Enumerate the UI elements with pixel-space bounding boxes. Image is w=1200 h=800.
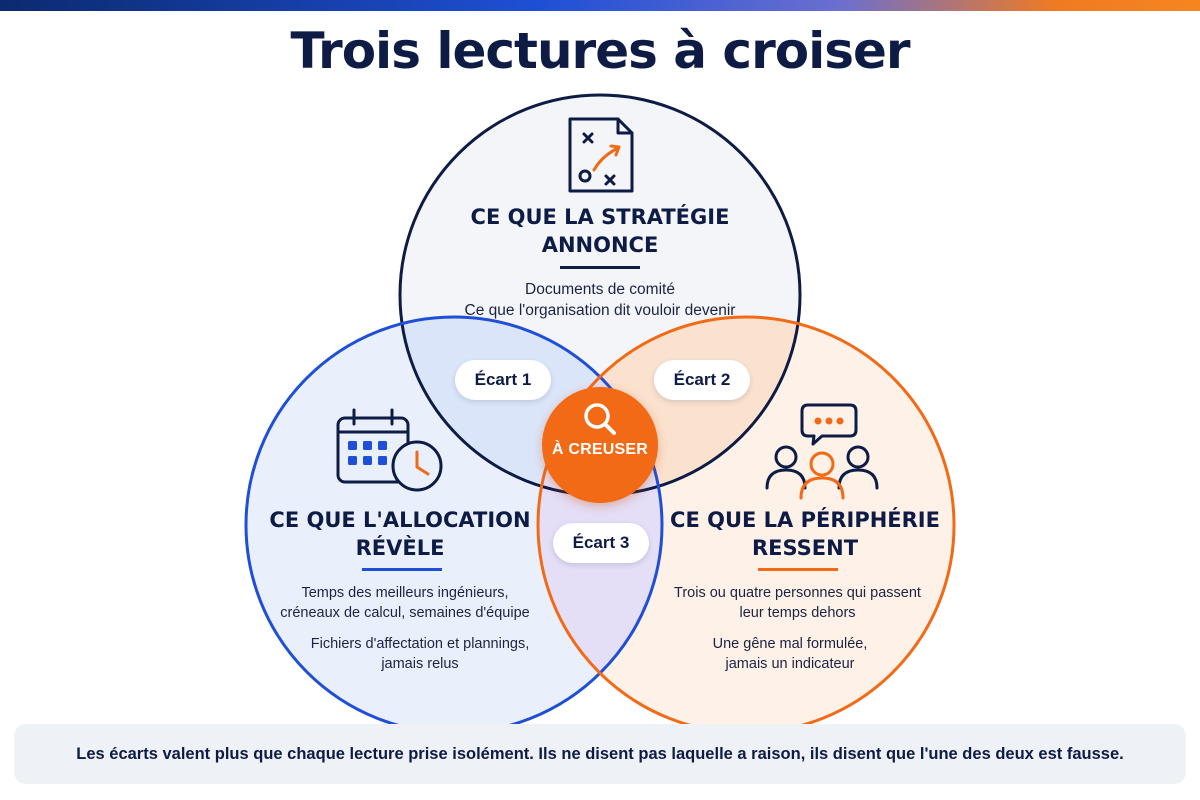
footer-callout: Les écarts valent plus que chaque lectur… <box>14 724 1186 784</box>
peripherie-desc2-line2: jamais un indicateur <box>725 656 855 672</box>
peripherie-heading-line1: CE QUE LA PÉRIPHÉRIE <box>670 508 940 532</box>
allocation-heading-line1: CE QUE L'ALLOCATION <box>269 508 531 532</box>
center-badge-label: À CREUSER <box>551 441 649 458</box>
calendar-clock-icon <box>336 408 443 492</box>
footer-text: Les écarts valent plus que chaque lectur… <box>76 745 1124 763</box>
peripherie-desc1-line1: Trois ou quatre personnes qui passent <box>674 585 921 601</box>
strategie-desc-line2: Ce que l'organisation dit vouloir deveni… <box>464 302 736 319</box>
strategie-description: Documents de comité Ce que l'organisatio… <box>420 279 780 321</box>
peripherie-desc1-line2: leur temps dehors <box>739 605 856 621</box>
peripherie-desc2-line1: Une gêne mal formulée, <box>712 636 868 652</box>
allocation-heading-line2: RÉVÈLE <box>355 536 445 560</box>
strategy-plan-icon <box>568 117 634 193</box>
people-chat-icon <box>765 403 879 500</box>
page-title: Trois lectures à croiser <box>290 22 910 80</box>
strategie-desc-line1: Documents de comité <box>525 281 675 298</box>
allocation-desc1-line1: Temps des meilleurs ingénieurs, <box>301 585 509 601</box>
strategie-heading: CE QUE LA STRATÉGIE ANNONCE <box>420 203 780 259</box>
allocation-desc2-line2: jamais relus <box>381 656 459 672</box>
peripherie-description-2: Une gêne mal formulée, jamais un indicat… <box>655 634 925 674</box>
gap-pill-ecart-2: Écart 2 <box>654 360 750 400</box>
gap-pill-ecart-3: Écart 3 <box>553 523 649 563</box>
center-badge-a-creuser: À CREUSER <box>542 387 658 503</box>
peripherie-heading-line2: RESSENT <box>751 536 859 560</box>
strategie-divider <box>560 266 640 269</box>
peripherie-divider <box>758 568 838 571</box>
peripherie-heading: CE QUE LA PÉRIPHÉRIE RESSENT <box>650 506 960 562</box>
strategie-heading-line2: ANNONCE <box>541 233 659 257</box>
allocation-desc1-line2: créneaux de calcul, semaines d'équipe <box>280 605 530 621</box>
search-icon <box>584 403 616 435</box>
allocation-divider <box>362 568 442 571</box>
gap-pill-ecart-1: Écart 1 <box>455 360 551 400</box>
strategie-heading-line1: CE QUE LA STRATÉGIE <box>470 205 730 229</box>
top-gradient-bar <box>0 0 1200 11</box>
allocation-desc2-line1: Fichiers d'affectation et plannings, <box>310 636 530 652</box>
allocation-heading: CE QUE L'ALLOCATION RÉVÈLE <box>250 506 550 562</box>
allocation-description-1: Temps des meilleurs ingénieurs, créneaux… <box>270 583 540 623</box>
allocation-description-2: Fichiers d'affectation et plannings, jam… <box>285 634 555 674</box>
peripherie-description-1: Trois ou quatre personnes qui passent le… <box>655 583 940 623</box>
